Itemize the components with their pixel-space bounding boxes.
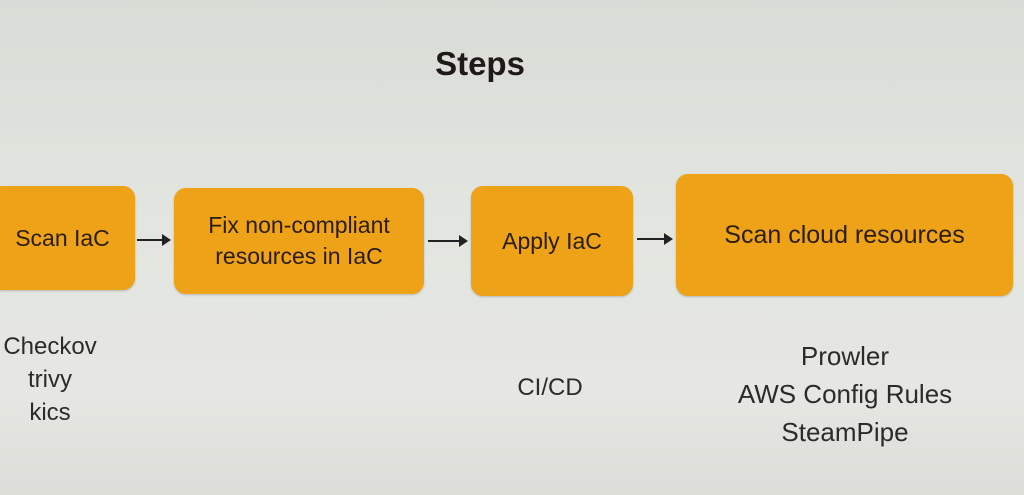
tools-scan-cloud: Prowler AWS Config Rules SteamPipe bbox=[690, 337, 1000, 451]
tool-cicd: CI/CD bbox=[517, 374, 583, 401]
tool-checkov: Checkov bbox=[3, 333, 97, 360]
tools-apply-iac: CI/CD bbox=[480, 371, 620, 404]
step-fix-noncompliant: Fix non-compliant resources in IaC bbox=[174, 188, 424, 294]
arrow-icon bbox=[428, 235, 468, 247]
tool-aws-config-rules: AWS Config Rules bbox=[737, 379, 953, 409]
tool-steampipe: SteamPipe bbox=[781, 417, 909, 447]
tool-trivy: trivy bbox=[28, 366, 72, 393]
step-label: Fix non-compliant resources in IaC bbox=[208, 212, 390, 269]
slide-title: Steps bbox=[435, 45, 525, 82]
step-apply-iac: Apply IaC bbox=[471, 186, 633, 296]
step-scan-iac: Scan IaC bbox=[0, 186, 135, 290]
arrow-icon bbox=[137, 234, 171, 246]
step-label: Apply IaC bbox=[502, 227, 602, 254]
step-label: Scan cloud resources bbox=[724, 220, 965, 249]
arrow-icon bbox=[637, 233, 673, 245]
tool-kics: kics bbox=[29, 399, 71, 426]
tool-prowler: Prowler bbox=[800, 341, 890, 371]
tools-scan-iac: Checkov trivy kics bbox=[0, 330, 120, 429]
step-label: Scan IaC bbox=[15, 224, 110, 251]
step-scan-cloud: Scan cloud resources bbox=[676, 174, 1013, 296]
